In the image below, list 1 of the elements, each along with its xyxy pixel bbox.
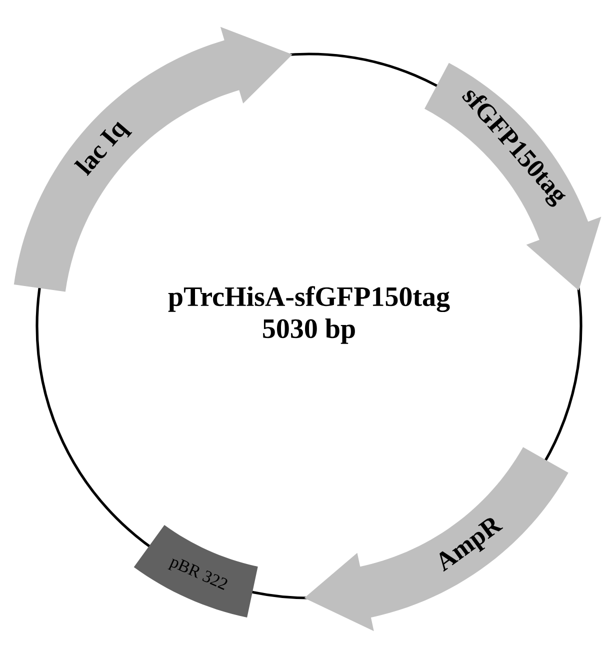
feature-block: pBR 322	[134, 525, 258, 618]
